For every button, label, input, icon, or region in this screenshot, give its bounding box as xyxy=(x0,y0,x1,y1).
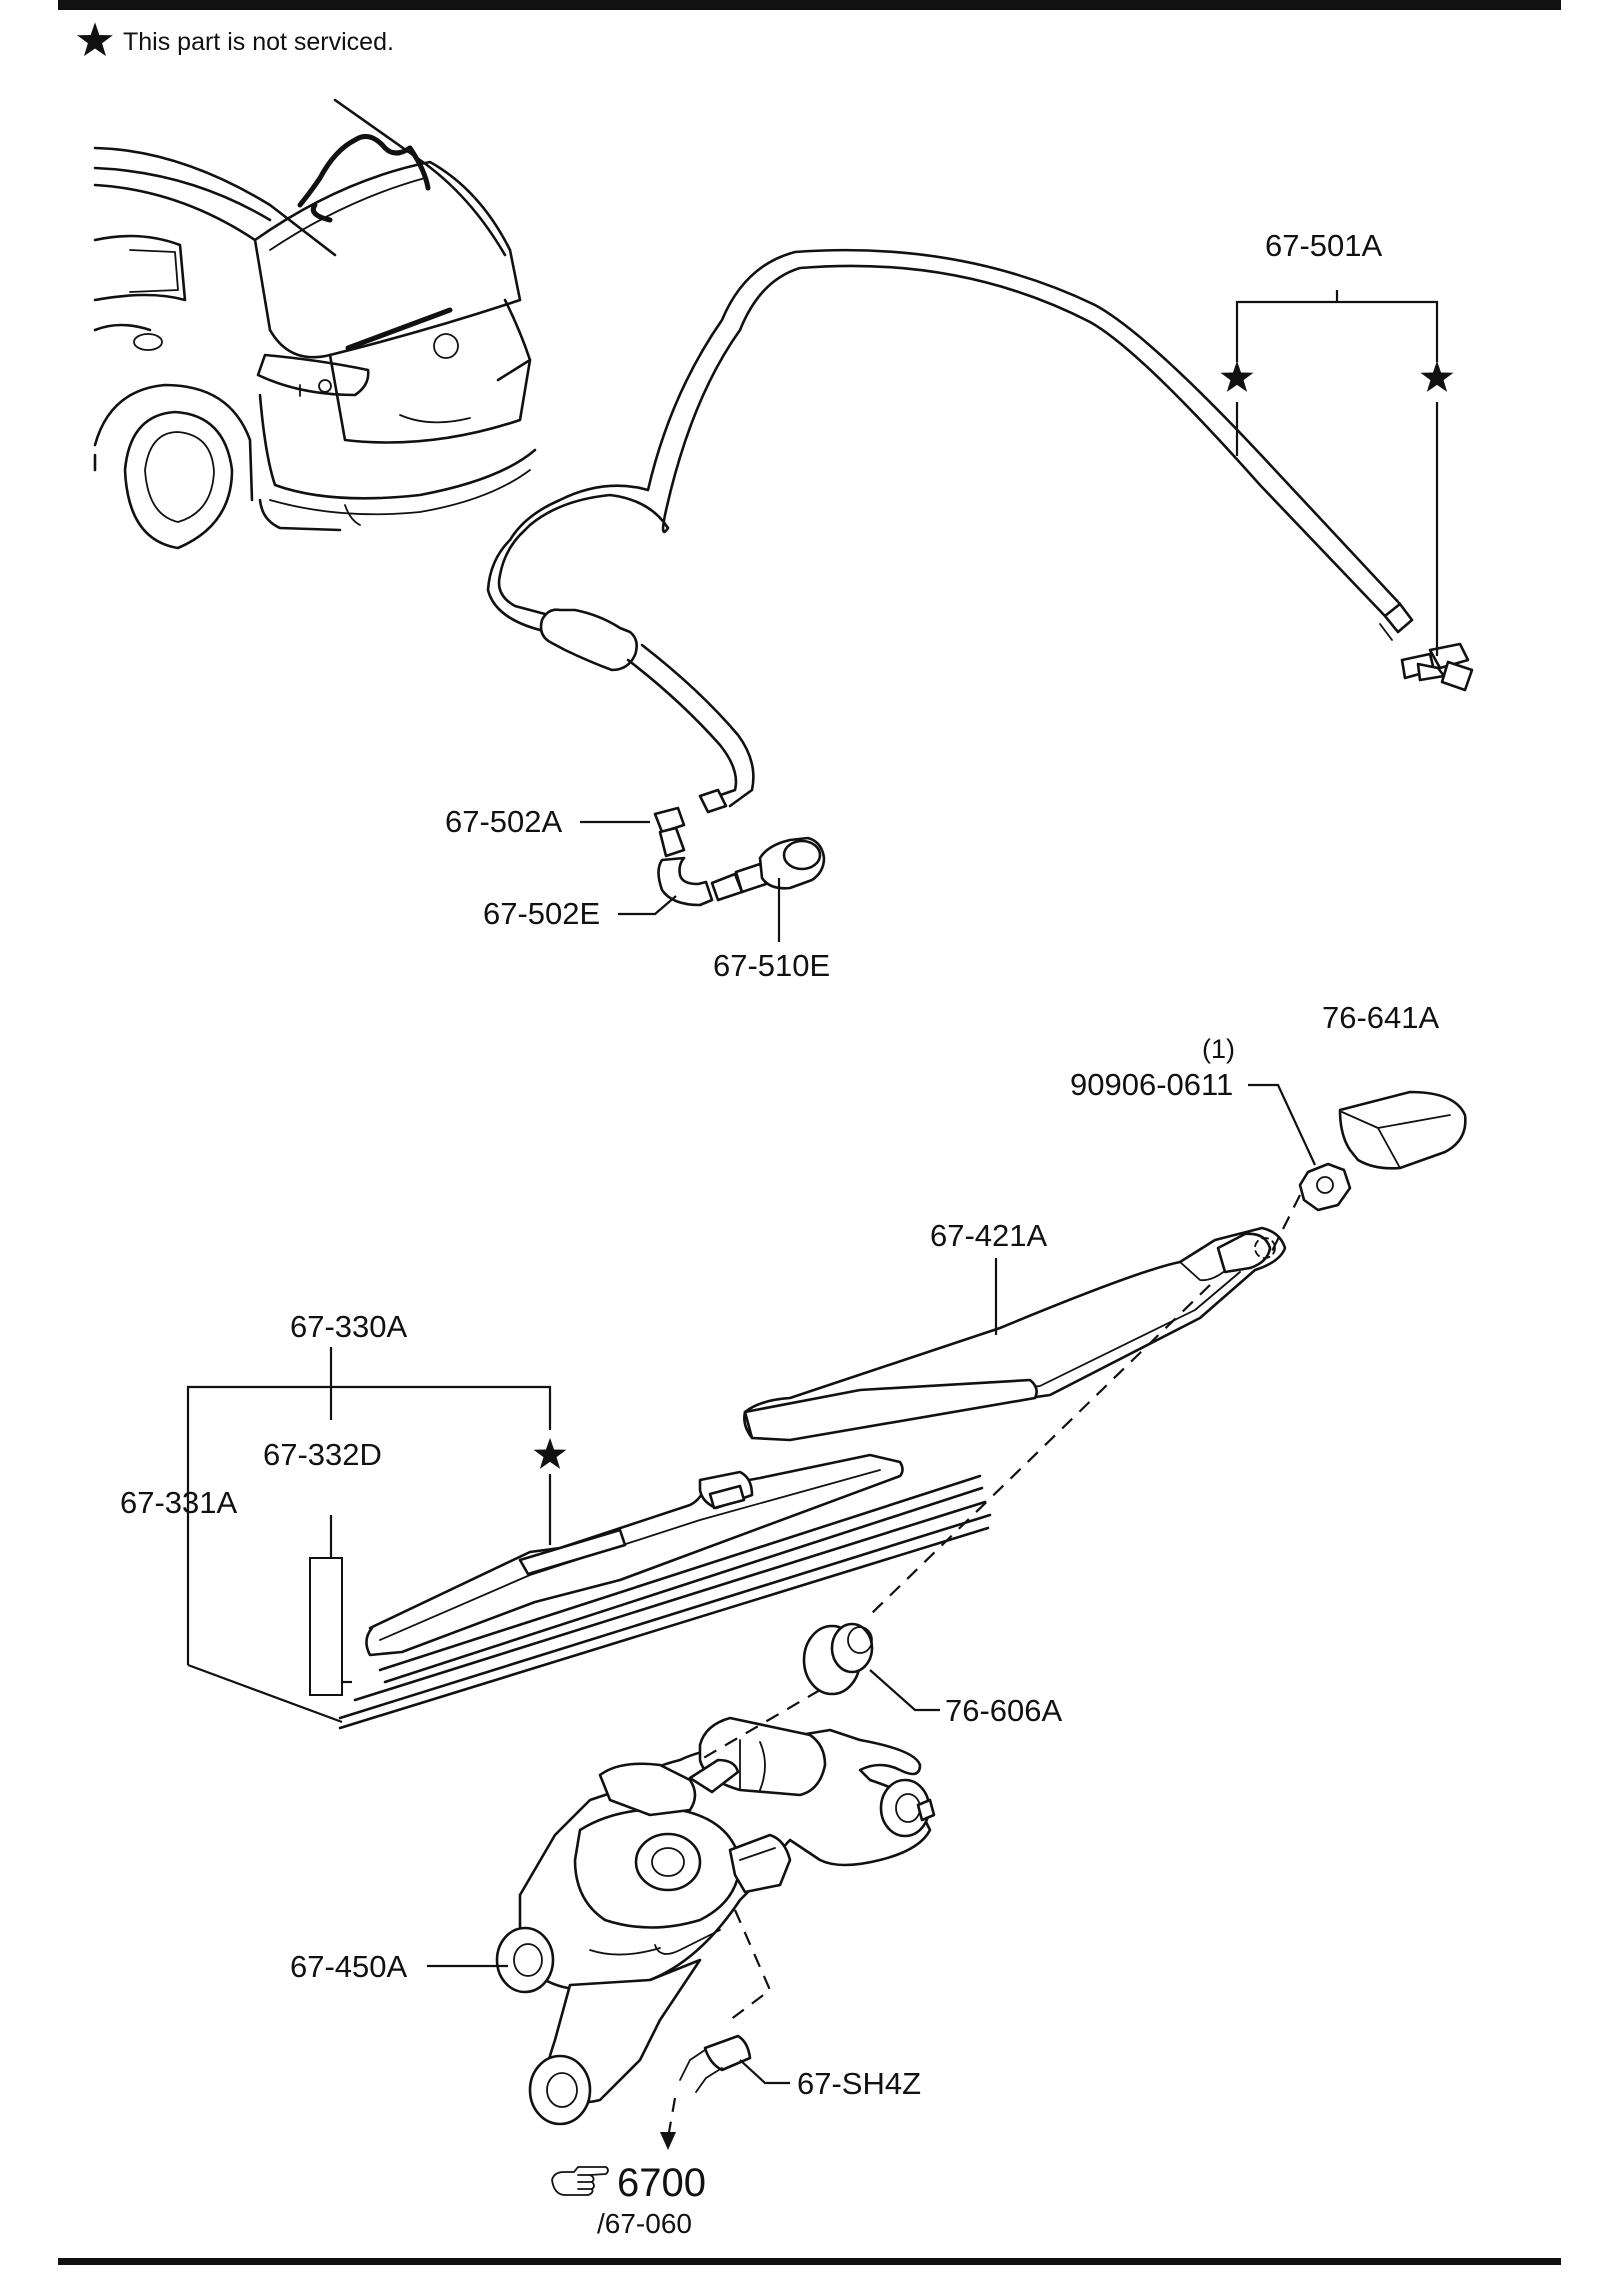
label-connector: 67-SH4Z xyxy=(797,2066,921,2101)
washer-hose xyxy=(486,248,1474,814)
nut xyxy=(1298,1162,1352,1212)
legend: This part is not serviced. xyxy=(77,22,394,57)
star-icon xyxy=(1220,360,1254,392)
label-wiper-arm: 67-421A xyxy=(930,1218,1048,1253)
star-icon xyxy=(77,22,113,57)
star-icon xyxy=(533,1437,567,1469)
assembly-lines xyxy=(666,1194,1301,2139)
grommet xyxy=(802,1622,874,1696)
label-nut: 90906-0611 xyxy=(1070,1067,1233,1102)
reference-page: 6700 xyxy=(617,2161,706,2205)
label-hose-assembly: 67-501A xyxy=(1265,228,1383,263)
legend-text: This part is not serviced. xyxy=(123,28,394,56)
reference-subpage: /67-060 xyxy=(597,2208,692,2239)
label-nut-qty: (1) xyxy=(1202,1034,1235,1064)
reference-arrow xyxy=(660,2132,676,2150)
label-nozzle: 67-510E xyxy=(713,948,830,983)
bottom-rule xyxy=(58,2258,1561,2265)
wiper-motor xyxy=(495,1716,936,2126)
top-rule xyxy=(58,0,1561,10)
label-grommet: 76-606A xyxy=(945,1693,1063,1728)
pointing-hand-icon xyxy=(551,2166,609,2196)
wiper-blade xyxy=(338,1453,992,1730)
part-labels: 67-501A 67-502A 67-502E 67-510E (1) 9090… xyxy=(120,228,1440,2101)
connector xyxy=(679,2034,752,2093)
vehicle-rear-illustration xyxy=(93,98,537,550)
wiper-arm xyxy=(743,1226,1287,1442)
label-blade-refill: 67-331A xyxy=(120,1485,238,1520)
label-blade-assembly: 67-330A xyxy=(290,1309,408,1344)
page-reference: 6700 /67-060 xyxy=(551,2161,706,2239)
label-elbow-hose: 67-502E xyxy=(483,896,600,931)
star-icon xyxy=(1420,360,1454,392)
label-motor: 67-450A xyxy=(290,1949,408,1984)
label-cap: 76-641A xyxy=(1322,1000,1440,1035)
label-blade-rubber: 67-332D xyxy=(263,1437,382,1472)
label-joint: 67-502A xyxy=(445,804,563,839)
joint-and-nozzle xyxy=(653,806,826,907)
cap xyxy=(1338,1090,1467,1170)
leader-lines xyxy=(186,290,1439,2085)
